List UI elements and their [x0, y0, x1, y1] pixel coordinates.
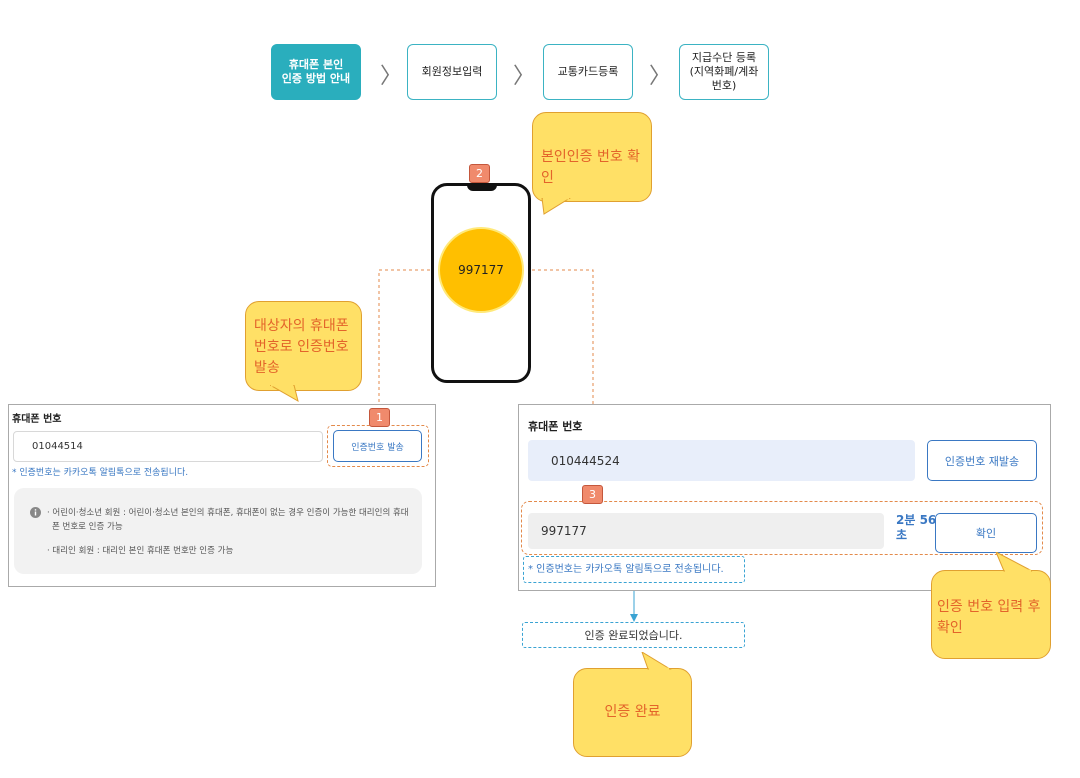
callout-check-code: 본인인증 번호 확인	[532, 112, 652, 202]
info-line-3: · 대리인 회원 : 대리인 본인 휴대폰 번호만 인증 가능	[47, 546, 234, 556]
phone-notch	[467, 183, 497, 191]
phone-number-label: 휴대폰 번호	[12, 414, 62, 425]
countdown-timer: 2분 56 초	[896, 513, 937, 542]
phone-number-label: 휴대폰 번호	[528, 420, 583, 433]
connector-send-to-phone	[378, 269, 434, 408]
step-transit-card: 교통카드등록	[543, 44, 633, 100]
arrowhead-complete	[630, 614, 638, 622]
callout-auth-done: 인증 완료	[573, 668, 692, 757]
step-badge-3: 3	[582, 485, 603, 504]
phone-auth-panel-after	[518, 404, 1051, 591]
step-badge-1: 1	[369, 408, 390, 427]
otp-value: 997177	[458, 263, 504, 277]
callout-tail	[270, 385, 299, 403]
kakao-notice: * 인증번호는 카카오톡 알림톡으로 전송됩니다.	[12, 468, 189, 478]
auth-complete-text: 인증 완료되었습니다.	[584, 629, 683, 642]
phone-number-value: 010444524	[551, 453, 620, 468]
resend-code-button[interactable]: 인증번호 재발송	[927, 440, 1037, 481]
chevron-right-icon: 〉	[380, 64, 403, 89]
step-payment-method: 지급수단 등록 (지역화폐/계좌 번호)	[679, 44, 769, 100]
callout-enter-confirm: 인증 번호 입력 후 확인	[931, 570, 1051, 659]
kakao-notice: * 인증번호는 카카오톡 알림톡으로 전송됩니다.	[528, 564, 724, 575]
step-member-info: 회원정보입력	[407, 44, 497, 100]
callout-tail	[995, 552, 1033, 572]
auth-complete-message: 인증 완료되었습니다.	[522, 622, 745, 648]
phone-number-input[interactable]: 010444524	[528, 440, 915, 481]
info-box	[14, 488, 422, 574]
kakao-notice-highlight	[523, 556, 745, 583]
phone-number-value: 01044514	[32, 441, 83, 452]
code-entry-highlight	[521, 501, 1043, 555]
send-code-button[interactable]: 인증번호 발송	[333, 430, 422, 462]
chevron-right-icon: 〉	[513, 64, 536, 89]
callout-tail	[541, 198, 571, 215]
callout-tail	[641, 652, 672, 671]
callout-send-code: 대상자의 휴대폰 번호로 인증번호 발송	[245, 301, 362, 391]
verification-code-value: 997177	[541, 524, 587, 538]
info-icon	[30, 507, 41, 518]
info-line-1: · 어린이·청소년 회원 : 어린이·청소년 본인의 휴대폰, 휴대폰이 없는 …	[47, 508, 409, 518]
verification-code-input[interactable]: 997177	[528, 513, 884, 549]
chevron-right-icon: 〉	[649, 64, 672, 89]
info-line-2: 폰 번호로 인증 가능	[52, 522, 123, 532]
step-phone-auth-guide: 휴대폰 본인 인증 방법 안내	[271, 44, 361, 100]
phone-otp-display: 997177	[438, 227, 524, 313]
phone-number-input[interactable]: 01044514	[13, 431, 323, 462]
step-badge-2: 2	[469, 164, 490, 183]
confirm-button[interactable]: 확인	[935, 513, 1037, 553]
